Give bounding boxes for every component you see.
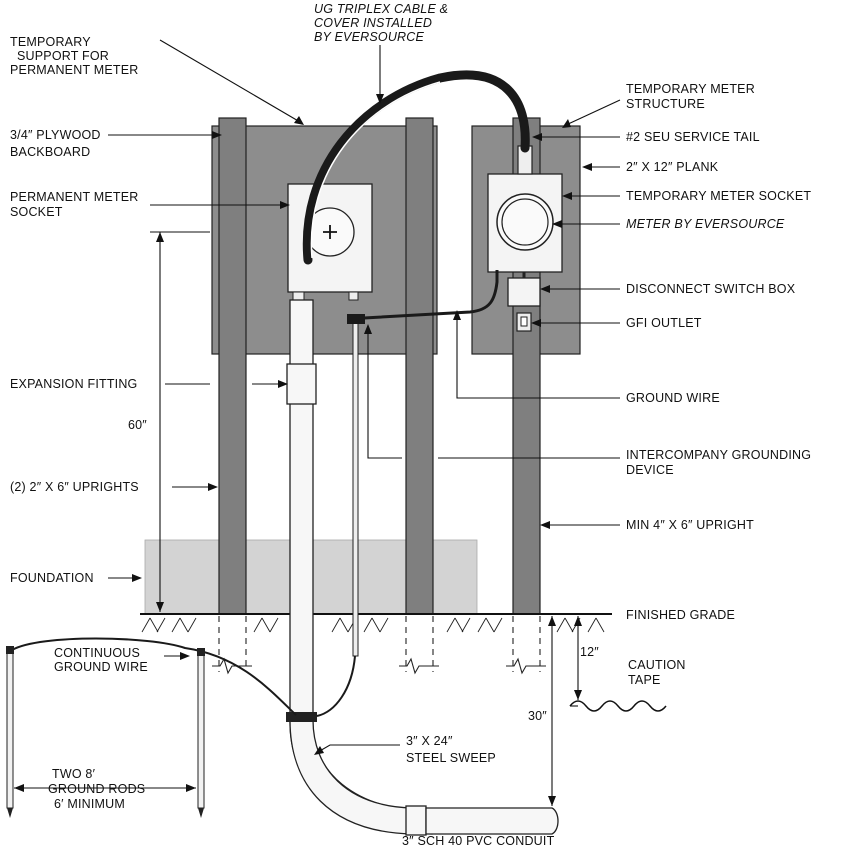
label-caution-tape: CAUTION TAPE [628,658,686,687]
label-temp-socket: TEMPORARY METER SOCKET [626,189,811,203]
pvc-conduit [425,807,559,835]
leader-lines [108,39,621,755]
label-plywood-line2: BACKBOARD [10,145,90,159]
label-temp-structure-line2: STRUCTURE [626,97,705,111]
temporary-meter-ring [501,198,549,246]
upright-post-left [218,117,247,615]
label-caution-line1: CAUTION [628,658,686,672]
svg-text:3/4″ PLYWOOD: 3/4″ PLYWOOD [10,128,101,142]
label-temp-support: TEMPORARY SUPPORT FOR PERMANENT METER [10,35,138,77]
label-steel-sweep-line1: 3″ X 24″ [406,734,453,748]
label-intercompany-line2: DEVICE [626,463,674,477]
ground-rod-vertical [352,321,359,657]
label-uprights: (2) 2″ X 6″ UPRIGHTS [10,480,139,494]
temporary-meter [496,193,554,251]
label-ug-triplex: UG TRIPLEX CABLE & COVER INSTALLED BY EV… [314,2,448,44]
label-perm-socket-line1: PERMANENT METER [10,190,138,204]
post-break-marks [212,657,546,675]
upright-post-center [405,117,434,615]
ground-rod-left [6,646,14,818]
label-pvc-conduit: 3″ SCH 40 PVC CONDUIT [402,834,555,848]
label-perm-socket: PERMANENT METER SOCKET [10,190,138,219]
label-temp-support-line3: PERMANENT METER [10,63,138,77]
label-plywood-line1: PLYWOOD [33,128,101,142]
label-seu-tail: #2 SEU SERVICE TAIL [626,130,760,144]
label-ground-rods-line2: GROUND RODS [48,782,145,796]
label-ground-rods-line3: 6′ MINIMUM [54,797,125,811]
label-ug-triplex-line3: BY EVERSOURCE [314,30,425,44]
label-ug-triplex-line2: COVER INSTALLED [314,16,432,30]
steel-sweep-body [289,719,413,835]
label-depth-12: 12″ [580,645,599,659]
earth-hatching [141,617,605,633]
ground-wire-temp [363,270,499,320]
gfi-slot [520,316,528,327]
label-intercompany: INTERCOMPANY GROUNDING DEVICE [626,448,811,477]
label-continuous-ground: CONTINUOUS GROUND WIRE [54,646,148,674]
label-height-60: 60″ [128,418,147,432]
continuous-ground-wire [11,637,297,716]
label-ug-triplex-line1: UG TRIPLEX CABLE & [314,2,448,16]
label-ground-rods: TWO 8′ GROUND RODS 6′ MINIMUM [48,767,145,811]
label-temp-structure: TEMPORARY METER STRUCTURE [626,82,755,111]
plus-mark [323,225,337,239]
label-disconnect: DISCONNECT SWITCH BOX [626,282,796,296]
disconnect-switch-box [507,277,541,307]
label-perm-socket-line2: SOCKET [10,205,63,219]
ug-triplex-cable [302,70,530,265]
riser-conduit [289,299,314,715]
label-min-upright: MIN 4″ X 6″ UPRIGHT [626,518,754,532]
socket-hub-right [348,291,359,301]
label-meter-by: METER BY EVERSOURCE [626,217,785,231]
socket-hub-left [292,291,305,301]
pvc-coupling [405,805,427,836]
label-plywood-fraction: 3/4″ [10,128,33,142]
label-finished-grade: FINISHED GRADE [626,608,735,622]
intercompany-grounding-device [347,314,365,324]
label-temp-support-line1: TEMPORARY [10,35,91,49]
label-caution-line2: TAPE [628,673,661,687]
ground-rod-right [197,648,205,818]
ground-wire-to-device [316,655,356,717]
label-steel-sweep-line2: STEEL SWEEP [406,751,496,765]
label-plank: 2″ X 12″ PLANK [626,160,719,174]
label-continuous-ground-line2: GROUND WIRE [54,660,148,674]
label-depth-30: 30″ [528,709,547,723]
label-temp-support-line2: SUPPORT FOR [17,49,109,63]
pipe-coupling [286,712,317,722]
expansion-fitting [286,363,317,405]
buried-post-extensions [218,616,541,672]
dimension-ground-rods [14,784,196,792]
label-intercompany-line1: INTERCOMPANY GROUNDING [626,448,811,462]
ug-triplex-cable-highlight [310,81,441,259]
dimension-30 [548,616,556,806]
label-ground-wire: GROUND WIRE [626,391,720,405]
label-steel-sweep: 3″ X 24″ STEEL SWEEP [406,734,496,765]
label-foundation: FOUNDATION [10,571,94,585]
label-temp-structure-line1: TEMPORARY METER [626,82,755,96]
label-ground-rods-line1: TWO 8′ [52,767,96,781]
label-gfi: GFI OUTLET [626,316,702,330]
label-expansion-fitting: EXPANSION FITTING [10,377,138,391]
caution-tape [569,700,667,712]
label-continuous-ground-line1: CONTINUOUS [54,646,140,660]
label-plywood: 3/4″ PLYWOOD BACKBOARD [10,128,101,159]
dimension-12 [574,616,582,700]
dimension-60 [150,231,210,612]
